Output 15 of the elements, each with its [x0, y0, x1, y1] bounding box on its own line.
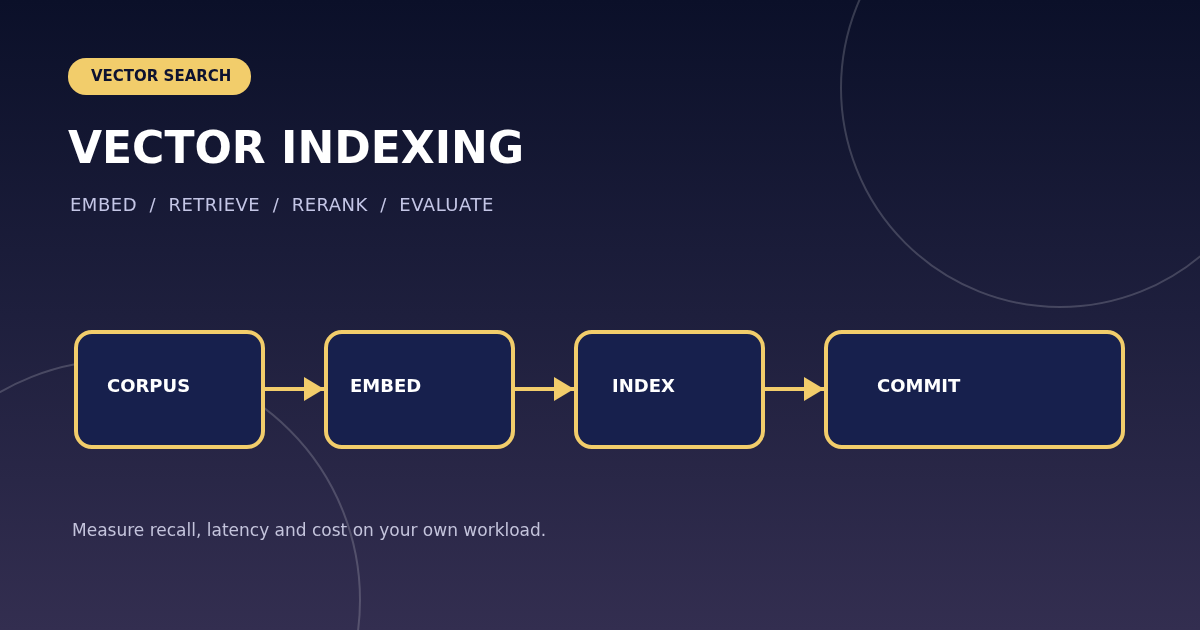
step-label: COMMIT [877, 374, 961, 398]
process-box [324, 330, 515, 449]
process-box [74, 330, 265, 449]
step-label: EMBED [350, 374, 422, 398]
subtitle: EMBED / RETRIEVE / RERANK / EVALUATE [70, 193, 494, 217]
title: VECTOR INDEXING [68, 126, 525, 170]
step-label: CORPUS [107, 374, 191, 398]
arrow [515, 377, 574, 401]
arrow [765, 377, 824, 401]
step-label: INDEX [612, 374, 675, 398]
category-badge: VECTOR SEARCH [68, 58, 251, 95]
footer-note: Measure recall, latency and cost on your own workload. [72, 519, 547, 542]
process-box [824, 330, 1125, 449]
process-box [574, 330, 765, 449]
arrow [265, 377, 324, 401]
